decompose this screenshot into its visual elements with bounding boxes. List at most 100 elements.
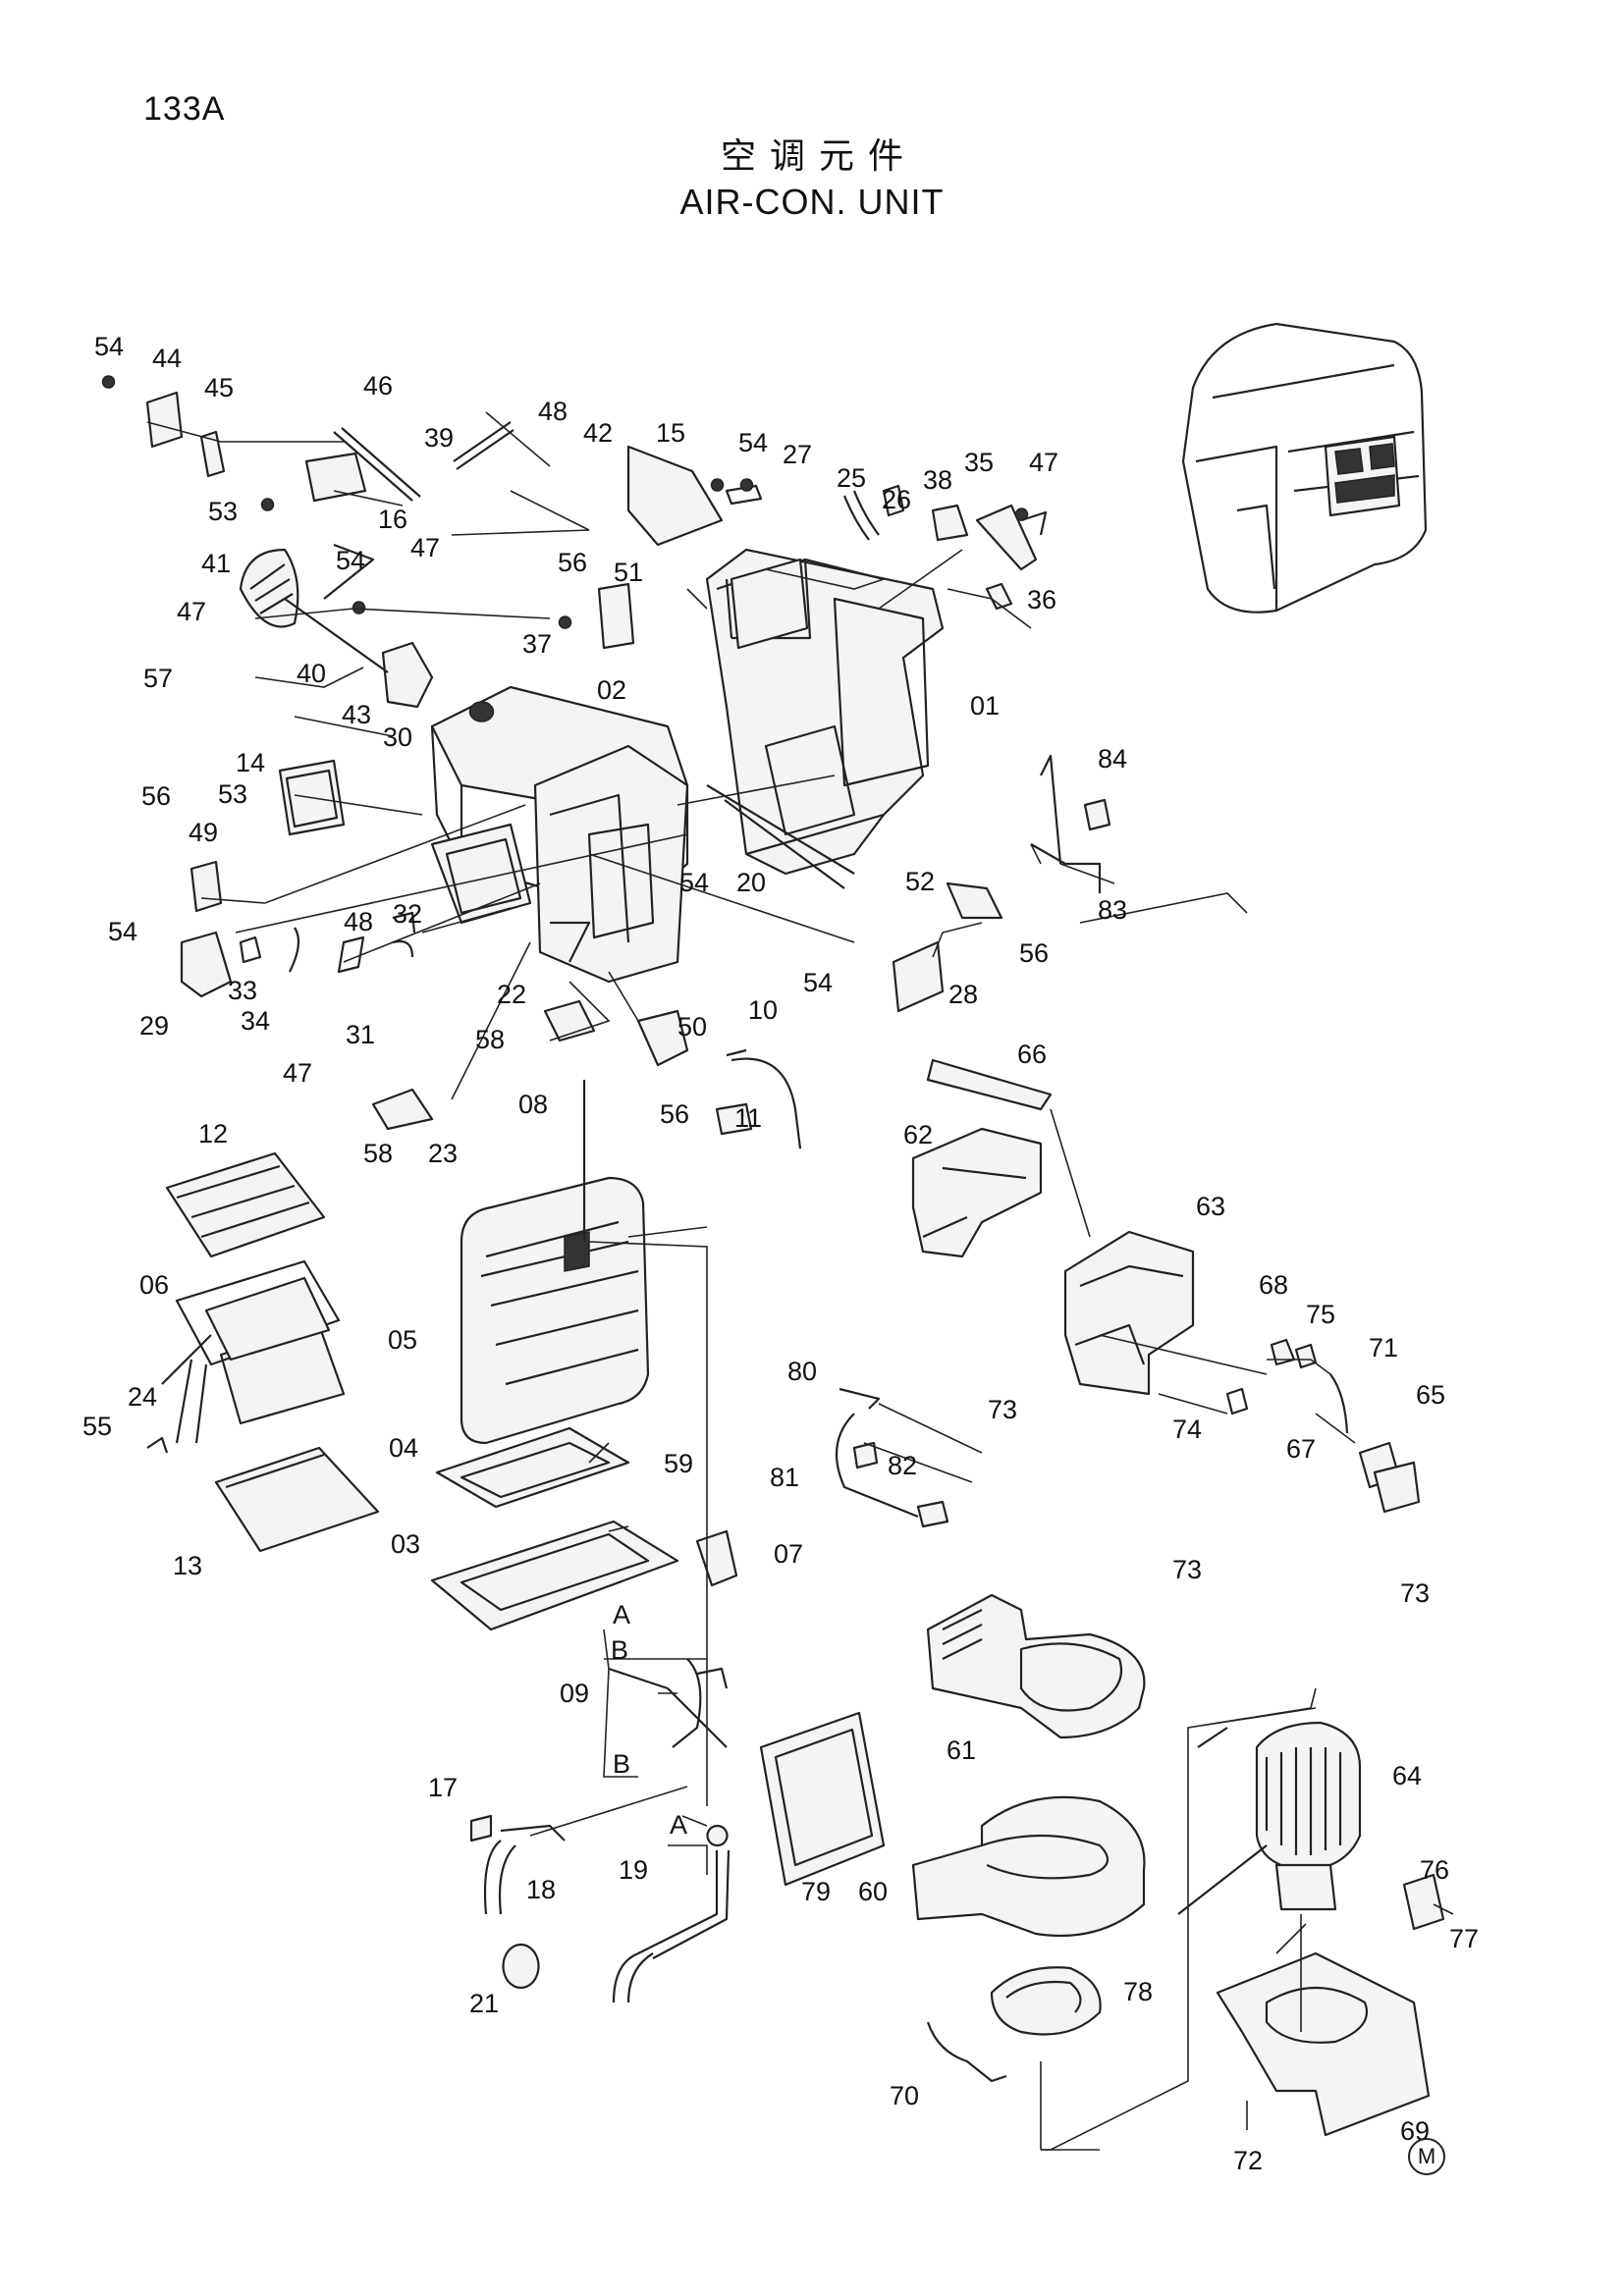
upper-left-hardware xyxy=(101,375,1048,629)
callout-64: 64 xyxy=(1392,1761,1422,1790)
callout-73: 73 xyxy=(1400,1578,1430,1608)
callout-66: 66 xyxy=(1017,1040,1047,1069)
callout-51: 51 xyxy=(614,558,643,587)
actuator-assembly-41-30 xyxy=(239,548,434,709)
callout-16: 16 xyxy=(378,505,407,534)
callout-56: 56 xyxy=(660,1099,689,1129)
callout-61: 61 xyxy=(947,1735,976,1765)
callout-53: 53 xyxy=(208,497,238,526)
callout-84: 84 xyxy=(1098,744,1127,774)
page-number: 133A xyxy=(143,90,226,128)
callout-30: 30 xyxy=(383,722,412,752)
callout-55: 55 xyxy=(82,1412,112,1441)
callout-48: 48 xyxy=(538,397,568,426)
callout-31: 31 xyxy=(346,1020,375,1049)
callout-43: 43 xyxy=(342,700,371,729)
callout-19: 19 xyxy=(619,1855,648,1885)
callout-15: 15 xyxy=(656,418,685,448)
duct-assembly-right xyxy=(911,1058,1195,1396)
callout-06: 06 xyxy=(139,1270,169,1300)
callout-23: 23 xyxy=(428,1139,458,1168)
callout-26: 26 xyxy=(882,485,911,514)
callout-58: 58 xyxy=(475,1025,505,1054)
callout-27: 27 xyxy=(783,440,812,469)
callout-54: 54 xyxy=(803,968,833,997)
callout-24: 24 xyxy=(128,1382,157,1412)
callout-62: 62 xyxy=(903,1120,933,1149)
callout-41: 41 xyxy=(201,549,231,578)
callout-50: 50 xyxy=(677,1012,707,1041)
callout-20: 20 xyxy=(736,868,766,897)
callout-36: 36 xyxy=(1027,585,1056,614)
callout-38: 38 xyxy=(923,465,952,495)
callout-68: 68 xyxy=(1259,1270,1288,1300)
callout-10: 10 xyxy=(748,995,778,1025)
callout-63: 63 xyxy=(1196,1192,1225,1221)
callout-A: A xyxy=(613,1600,630,1629)
callout-53: 53 xyxy=(218,779,247,809)
harness-and-actuator-65 xyxy=(835,1338,1421,1528)
callout-56: 56 xyxy=(558,548,587,577)
callout-56: 56 xyxy=(141,781,171,811)
callout-81: 81 xyxy=(770,1463,799,1492)
callout-76: 76 xyxy=(1420,1855,1449,1885)
callout-01: 01 xyxy=(970,691,1000,721)
callout-71: 71 xyxy=(1369,1333,1398,1362)
callout-56: 56 xyxy=(1019,938,1049,968)
left-side-parts xyxy=(180,543,416,998)
callout-28: 28 xyxy=(948,980,978,1009)
callout-14: 14 xyxy=(236,748,265,777)
callout-67: 67 xyxy=(1286,1434,1316,1464)
callout-03: 03 xyxy=(391,1529,420,1559)
filters-and-heater-core xyxy=(146,1151,380,1553)
leader-lines xyxy=(146,411,1454,2151)
callout-77: 77 xyxy=(1449,1924,1479,1953)
callout-73: 73 xyxy=(988,1395,1017,1424)
callout-58: 58 xyxy=(363,1139,393,1168)
callout-32: 32 xyxy=(393,899,422,929)
callout-08: 08 xyxy=(518,1090,548,1119)
maker-mark-logo: M xyxy=(1408,2138,1445,2175)
callout-79: 79 xyxy=(801,1877,831,1906)
callout-B: B xyxy=(613,1749,630,1779)
callout-54: 54 xyxy=(336,546,365,575)
blower-section xyxy=(759,1593,1445,2137)
callout-25: 25 xyxy=(837,463,866,493)
callout-47: 47 xyxy=(177,597,206,626)
callout-80: 80 xyxy=(787,1357,817,1386)
callout-37: 37 xyxy=(522,629,552,659)
callout-48: 48 xyxy=(344,907,373,936)
evaporator-and-trays xyxy=(430,1080,679,1631)
callout-52: 52 xyxy=(905,867,935,896)
callout-70: 70 xyxy=(890,2081,919,2110)
center-brackets xyxy=(371,582,1111,1149)
callout-45: 45 xyxy=(204,373,234,402)
callout-09: 09 xyxy=(560,1679,589,1708)
callout-54: 54 xyxy=(108,917,137,946)
callout-05: 05 xyxy=(388,1325,417,1355)
main-unit-case xyxy=(430,548,945,984)
callout-47: 47 xyxy=(1029,448,1058,477)
callout-A: A xyxy=(670,1810,687,1840)
callout-17: 17 xyxy=(428,1773,458,1802)
callout-22: 22 xyxy=(497,980,526,1009)
callout-47: 47 xyxy=(283,1058,312,1088)
callout-33: 33 xyxy=(228,976,257,1005)
callout-54: 54 xyxy=(679,868,709,897)
title-english: AIR-CON. UNIT xyxy=(679,182,945,222)
callout-34: 34 xyxy=(241,1006,270,1036)
title-chinese: 空调元件 xyxy=(720,136,917,177)
callout-04: 04 xyxy=(389,1433,418,1463)
callout-72: 72 xyxy=(1233,2146,1263,2175)
callout-75: 75 xyxy=(1306,1300,1335,1329)
callout-21: 21 xyxy=(469,1989,499,2018)
callout-54: 54 xyxy=(94,332,124,361)
callout-11: 11 xyxy=(734,1103,762,1133)
callout-60: 60 xyxy=(858,1877,888,1906)
callout-44: 44 xyxy=(152,344,182,373)
callout-29: 29 xyxy=(139,1011,169,1041)
callout-74: 74 xyxy=(1172,1415,1202,1444)
callout-65: 65 xyxy=(1416,1380,1445,1410)
callout-83: 83 xyxy=(1098,895,1127,925)
